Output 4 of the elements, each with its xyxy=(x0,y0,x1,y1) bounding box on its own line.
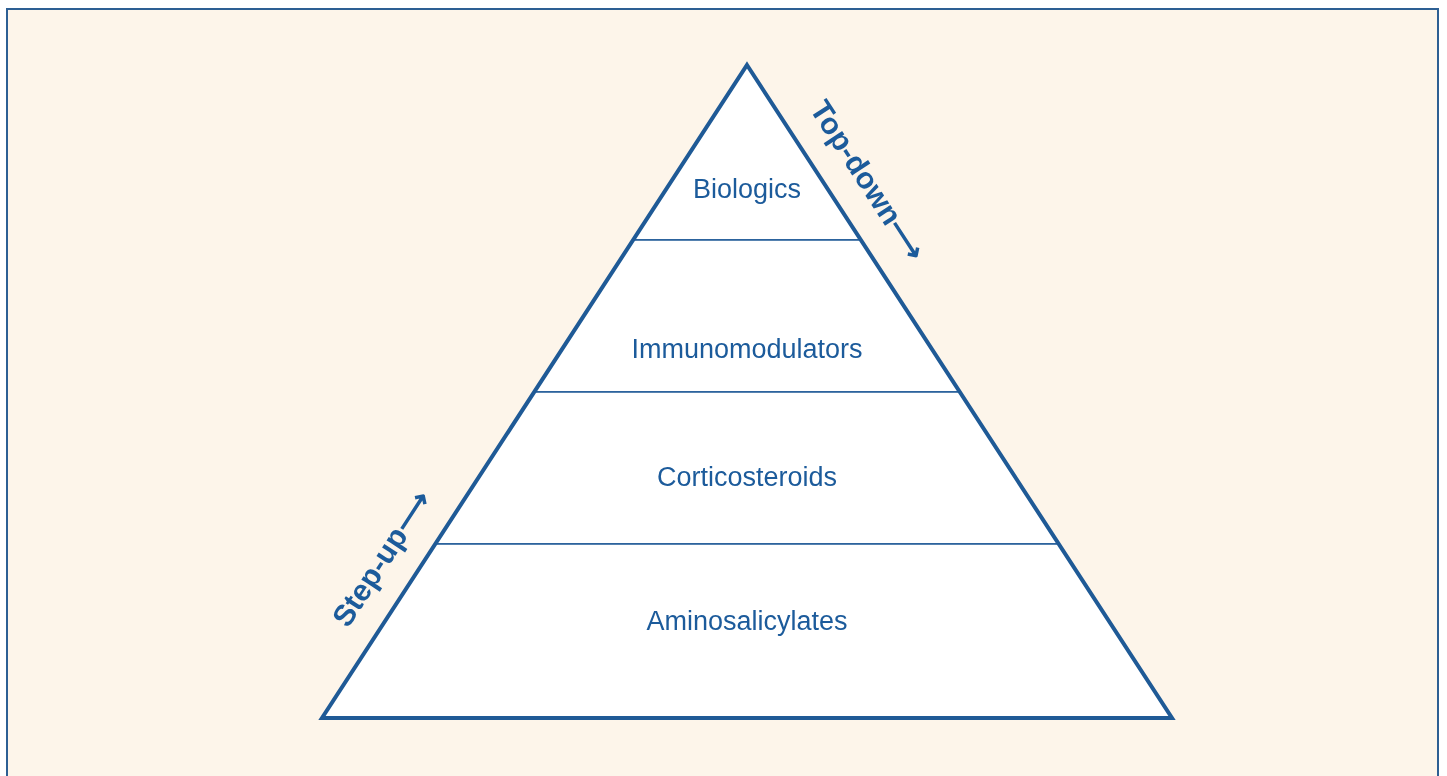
tier-label: Aminosalicylates xyxy=(646,606,848,636)
tier-label: Immunomodulators xyxy=(631,334,863,364)
tier-label: Biologics xyxy=(692,174,801,204)
tier-label: Corticosteroids xyxy=(656,462,837,492)
